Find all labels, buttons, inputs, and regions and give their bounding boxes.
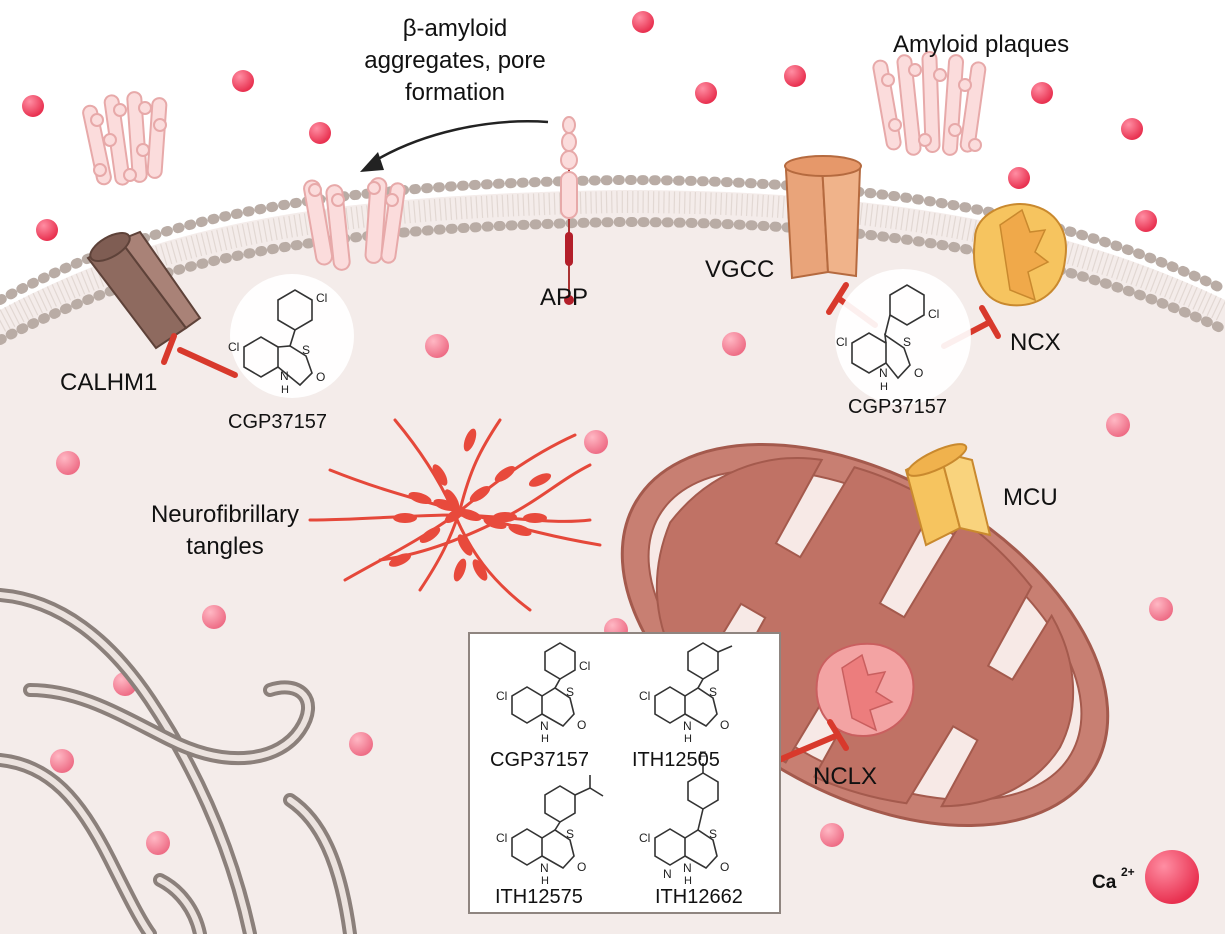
compound-right-label: CGP37157	[848, 396, 947, 418]
oxygen-atom: O	[914, 366, 923, 380]
nitrogen-atom: N	[683, 719, 692, 733]
fluorine-atom: F	[699, 749, 706, 763]
tangles-label-line2: tangles	[186, 533, 263, 560]
calhm1-channel	[86, 230, 202, 350]
ncx-exchanger	[973, 203, 1067, 307]
endoplasmic-reticulum	[0, 588, 357, 934]
oxygen-atom: O	[577, 718, 586, 732]
amyloid-label-line1: β-amyloid	[403, 15, 508, 42]
compound-left-label: CGP37157	[228, 411, 327, 433]
mcu-label: MCU	[1003, 484, 1058, 511]
oxygen-atom: O	[720, 718, 729, 732]
chlorine-atom: Cl	[836, 335, 847, 349]
mcu-channel	[904, 443, 992, 547]
nitrogen-atom: N	[540, 719, 549, 733]
nitrogen-atom: N	[683, 861, 692, 875]
amyloid-plaques	[872, 51, 987, 156]
chlorine-atom: Cl	[316, 291, 327, 305]
sulfur-atom: S	[302, 343, 310, 357]
cleavage-arrowhead	[360, 152, 384, 172]
chlorine-atom: Cl	[496, 831, 507, 845]
app-protein	[560, 116, 578, 305]
plaques-label: Amyloid plaques	[893, 31, 1069, 58]
hydrogen-atom: H	[880, 381, 888, 393]
sulfur-atom: S	[709, 685, 717, 699]
hydrogen-atom: H	[684, 875, 692, 887]
nitrogen-atom: N	[280, 369, 289, 383]
compound-box-label-3: ITH12575	[495, 886, 583, 908]
calhm1-label: CALHM1	[60, 369, 157, 396]
amyloid-aggregate-left	[82, 91, 168, 186]
calcium-legend-label: Ca	[1092, 872, 1117, 893]
extracellular-calcium	[22, 11, 1157, 241]
hydrogen-atom: H	[541, 875, 549, 887]
vgcc-label: VGCC	[705, 256, 774, 283]
calcium-legend: Ca 2+	[1092, 850, 1199, 904]
ncx-label: NCX	[1010, 329, 1061, 356]
nclx-label: NCLX	[813, 763, 877, 790]
oxygen-atom: O	[316, 370, 325, 384]
cleavage-arrow	[367, 120, 549, 167]
chlorine-atom: Cl	[928, 307, 939, 321]
compound-right	[835, 269, 971, 405]
sulfur-atom: S	[566, 685, 574, 699]
oxygen-atom: O	[720, 860, 729, 874]
calcium-charge-label: 2+	[1121, 865, 1135, 879]
app-label: APP	[540, 284, 588, 311]
compound-panel	[468, 632, 781, 914]
chlorine-atom: Cl	[639, 689, 650, 703]
tangle-segments	[388, 428, 552, 582]
chlorine-atom: Cl	[579, 659, 590, 673]
nitrogen-atom: N	[879, 366, 888, 380]
amyloid-label-line2: aggregates, pore	[364, 47, 545, 74]
tangles-label-line1: Neurofibrillary	[151, 501, 299, 528]
chlorine-atom: Cl	[496, 689, 507, 703]
compound-box-label-4: ITH12662	[655, 886, 743, 908]
hydrogen-atom: H	[684, 733, 692, 745]
vgcc-channel	[784, 155, 862, 280]
sulfur-atom: S	[566, 827, 574, 841]
hydrogen-atom: H	[281, 384, 289, 396]
sulfur-atom: S	[709, 827, 717, 841]
sulfur-atom: S	[903, 335, 911, 349]
compound-left	[230, 274, 354, 398]
oxygen-atom: O	[577, 860, 586, 874]
amyloid-label-line3: formation	[405, 79, 505, 106]
chlorine-atom: Cl	[639, 831, 650, 845]
chlorine-atom: Cl	[228, 340, 239, 354]
nitrogen-atom: N	[663, 867, 672, 881]
compound-box-label-1: CGP37157	[490, 749, 589, 771]
amyloid-pore	[303, 177, 406, 271]
nitrogen-atom: N	[540, 861, 549, 875]
compound-box-label-2: ITH12505	[632, 749, 720, 771]
hydrogen-atom: H	[541, 733, 549, 745]
